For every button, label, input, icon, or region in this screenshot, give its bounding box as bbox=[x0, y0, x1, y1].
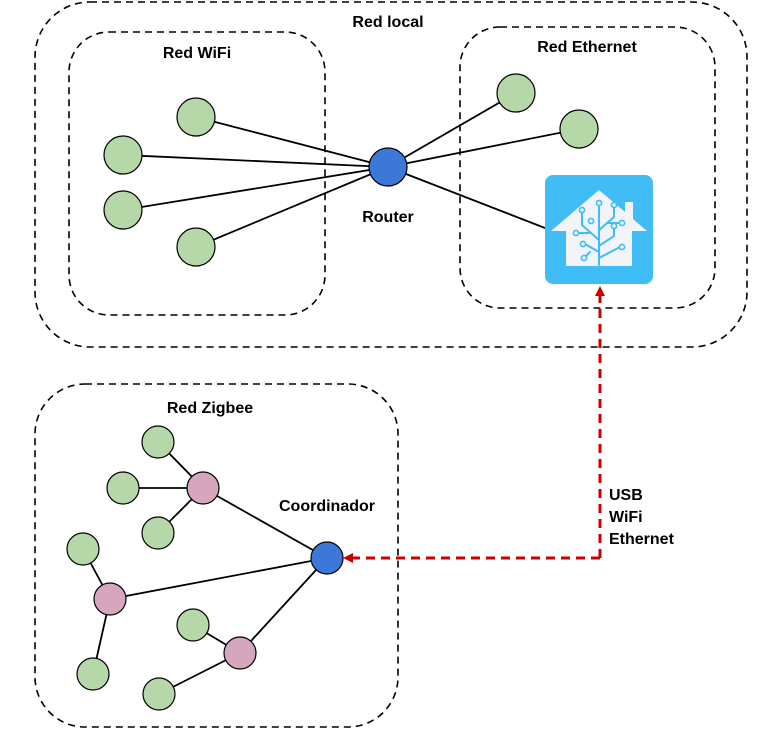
edge bbox=[387, 92, 517, 168]
zigbee-router-node[interactable] bbox=[223, 636, 257, 670]
group-red-wifi bbox=[68, 31, 326, 316]
connection-label-usb: USB bbox=[609, 487, 643, 504]
edge bbox=[387, 166, 546, 229]
wifi-device-node[interactable] bbox=[103, 135, 143, 175]
wifi-device-node[interactable] bbox=[176, 227, 216, 267]
local-edges bbox=[122, 92, 580, 248]
label-red-wifi: Red WiFi bbox=[163, 45, 231, 62]
router-node[interactable] bbox=[368, 147, 408, 187]
zigbee-end-device-node[interactable] bbox=[141, 425, 175, 459]
zigbee-end-device-node[interactable] bbox=[176, 608, 210, 642]
label-router: Router bbox=[362, 209, 414, 226]
edge bbox=[387, 128, 580, 168]
home-assistant-icon[interactable] bbox=[545, 175, 653, 284]
ethernet-device-node[interactable] bbox=[496, 73, 536, 113]
coordinator-node[interactable] bbox=[310, 541, 344, 575]
zigbee-router-node[interactable] bbox=[93, 582, 127, 616]
zigbee-end-device-node[interactable] bbox=[141, 516, 175, 550]
label-coordinator: Coordinador bbox=[279, 498, 375, 515]
group-red-local bbox=[34, 1, 748, 348]
group-red-ethernet bbox=[459, 26, 716, 309]
zigbee-end-device-node[interactable] bbox=[76, 657, 110, 691]
zigbee-end-device-node[interactable] bbox=[106, 471, 140, 505]
label-red-zigbee: Red Zigbee bbox=[167, 400, 253, 417]
label-red-ethernet: Red Ethernet bbox=[537, 39, 637, 56]
zigbee-router-node[interactable] bbox=[186, 471, 220, 505]
connection-label-wifi: WiFi bbox=[609, 509, 643, 526]
wifi-device-node[interactable] bbox=[103, 190, 143, 230]
wifi-device-node[interactable] bbox=[176, 97, 216, 137]
edge bbox=[122, 166, 389, 211]
zigbee-end-device-node[interactable] bbox=[66, 532, 100, 566]
edge bbox=[195, 166, 389, 248]
group-red-zigbee bbox=[34, 383, 399, 728]
edge bbox=[239, 557, 328, 654]
edge bbox=[195, 116, 389, 168]
ethernet-device-node[interactable] bbox=[559, 109, 599, 149]
label-red-local: Red local bbox=[352, 14, 423, 31]
edge bbox=[202, 487, 328, 559]
edge bbox=[109, 557, 328, 600]
zigbee-end-device-node[interactable] bbox=[142, 677, 176, 711]
edge bbox=[122, 154, 389, 168]
connection-label-ethernet: Ethernet bbox=[609, 531, 675, 548]
